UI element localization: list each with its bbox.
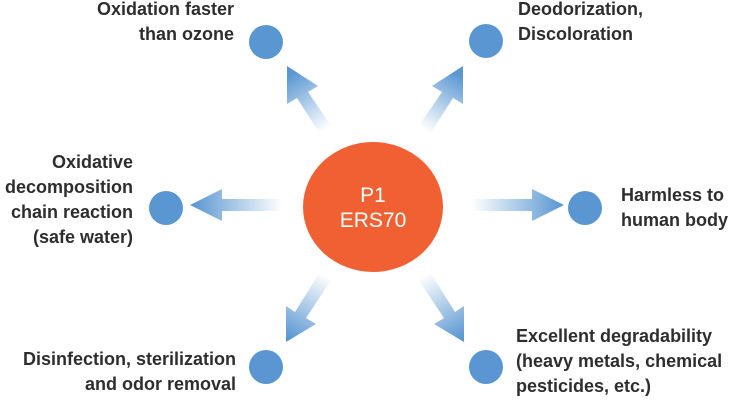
label-line: Disinfection, sterilization [22,349,236,369]
label-deodorization: Deodorization, Discoloration [518,0,643,47]
label-line: human body [621,210,728,230]
label-oxidation-faster: Oxidation faster than ozone [97,0,234,47]
arrow-to-degradability [418,272,464,342]
label-line: (safe water) [32,227,133,247]
arrow-to-disinfection [286,272,332,342]
label-degradability: Excellent degradability (heavy metals, c… [516,324,722,399]
label-line: Oxidative [51,152,133,172]
node-dot-harmless [568,191,602,225]
node-dot-oxidation-faster [249,25,283,59]
label-line: decomposition [4,177,133,197]
label-line: Harmless to [621,185,725,205]
label-disinfection: Disinfection, sterilization and odor rem… [23,347,236,397]
center-node [303,142,443,272]
label-line: Discoloration [518,24,634,44]
label-line: Oxidation faster [96,0,234,19]
center-label: P1 ERS70 [303,183,443,233]
arrow-to-oxidation-faster [287,66,332,134]
label-line: Excellent degradability [516,326,713,346]
label-line: Deodorization, [518,0,643,19]
label-line: and odor removal [84,374,236,394]
label-line: pesticides, etc.) [516,376,652,396]
label-oxidative-decomposition: Oxidative decomposition chain reaction (… [5,150,133,250]
center-label-line: P1 [360,184,386,207]
node-dot-degradability [469,350,503,384]
label-line: than ozone [139,24,234,44]
arrow-to-oxidative-decomposition [190,189,282,221]
center-label-line: ERS70 [339,209,407,232]
label-harmless: Harmless to human body [621,183,728,233]
arrow-to-harmless [472,189,564,221]
label-line: chain reaction [10,202,133,222]
node-dot-deodorization [469,24,503,58]
label-line: (heavy metals, chemical [516,351,723,371]
arrow-to-deodorization [418,66,463,134]
node-dot-disinfection [249,350,283,384]
node-dot-oxidative-decomposition [149,191,183,225]
